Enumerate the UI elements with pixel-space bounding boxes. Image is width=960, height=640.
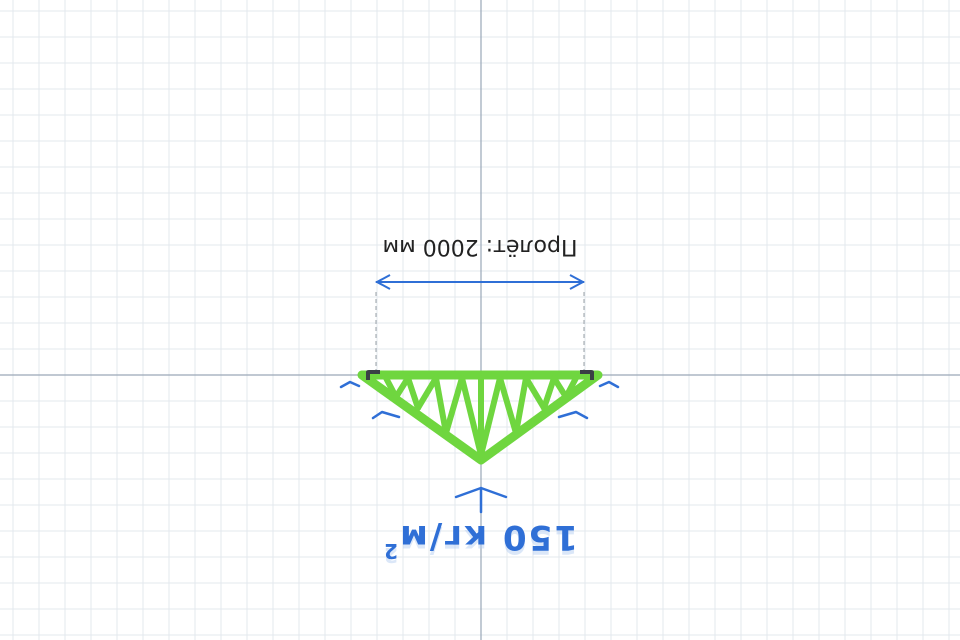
chevron-icon: [371, 410, 401, 420]
web-member: [541, 375, 557, 411]
truss: [357, 370, 603, 465]
support-left-icon: [366, 370, 380, 380]
load-value-text: 150 кг/м2: [382, 518, 578, 564]
web-member: [405, 375, 421, 411]
support-right-icon: [580, 370, 594, 380]
svg-text:150 кг/м2: 150 кг/м2: [382, 522, 578, 568]
web-member: [443, 375, 465, 436]
web-member: [459, 375, 484, 458]
web-member: [513, 375, 529, 436]
web-member: [478, 375, 503, 458]
dimension-arrow-left-icon: [374, 274, 391, 290]
web-member: [415, 375, 439, 411]
web-member: [393, 375, 411, 400]
span-dimension: Пролёт: 2000 мм: [374, 234, 586, 372]
truss-outline: [357, 370, 603, 465]
web-member: [433, 375, 449, 436]
load-arrow-icon: [454, 486, 508, 514]
truss-web-members: [383, 375, 579, 458]
web-member: [523, 375, 547, 411]
dimension-arrow-right-icon: [569, 274, 586, 290]
chevron-icon: [557, 410, 589, 420]
chevron-icon: [339, 380, 361, 389]
web-member: [551, 375, 569, 400]
reaction-arrows: [339, 380, 620, 420]
web-member: [383, 375, 399, 400]
load-label: 150 кг/м2 150 кг/м2: [382, 518, 578, 568]
web-member: [497, 375, 519, 436]
chevron-icon: [598, 380, 620, 389]
span-dimension-label: Пролёт: 2000 мм: [383, 234, 578, 259]
web-member: [563, 375, 579, 400]
